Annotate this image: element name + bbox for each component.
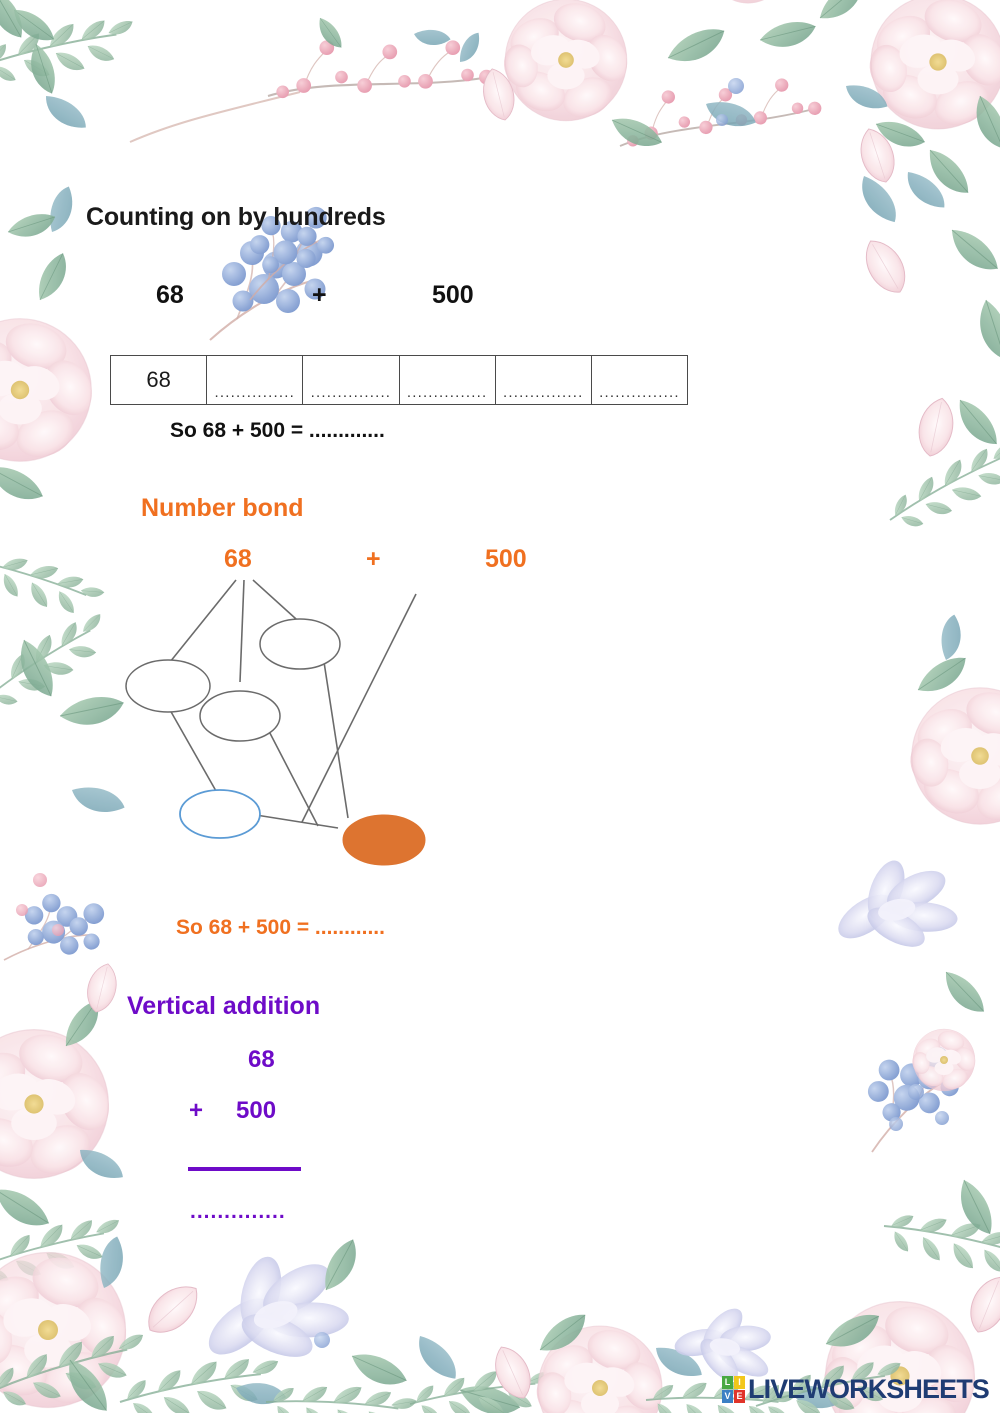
counting-cell-dots: ............... xyxy=(310,384,392,401)
counting-cell-4[interactable]: ............... xyxy=(496,356,592,404)
vertical-addition-top-number: 68 xyxy=(248,1046,275,1073)
bubble-upper-right[interactable] xyxy=(259,618,341,670)
vertical-addition-rule xyxy=(188,1167,301,1171)
problem-operator: + xyxy=(312,281,327,309)
connector-68-to-middle xyxy=(239,579,245,683)
vertical-addition-bottom-number: 500 xyxy=(236,1097,277,1124)
counting-cell-dots: ............... xyxy=(599,384,680,401)
vertical-addition-answer-line: .............. xyxy=(190,1200,286,1223)
counting-cell-0: 68 xyxy=(111,356,208,404)
counting-cell-value: 68 xyxy=(146,367,171,392)
logo-letter-l: L xyxy=(722,1375,733,1389)
vertical-addition-operator: + xyxy=(189,1097,204,1124)
bubble-middle[interactable] xyxy=(199,690,281,742)
liveworksheets-mark-icon: L I V E xyxy=(722,1375,745,1403)
logo-letter-i: I xyxy=(734,1375,745,1389)
connector-500-to-answer xyxy=(301,593,417,823)
bubble-left[interactable] xyxy=(125,659,211,713)
connector-68-to-left xyxy=(169,579,237,663)
number-bond-addend-b: 500 xyxy=(485,545,527,573)
problem-addend-a: 68 xyxy=(156,281,184,309)
counting-table: 68 ............... ............... .....… xyxy=(110,355,688,405)
connector-blue-to-answer xyxy=(255,814,339,829)
counting-answer-line: So 68 + 500 = ............. xyxy=(170,419,385,442)
number-bond-addend-a: 68 xyxy=(224,545,252,573)
counting-cell-1[interactable]: ............... xyxy=(207,356,304,404)
counting-cell-2[interactable]: ............... xyxy=(303,356,400,404)
connector-left-to-blue xyxy=(169,709,221,799)
logo-letter-e: E xyxy=(734,1389,745,1403)
number-bond-operator: + xyxy=(366,545,381,573)
connector-upper-right-to-answer xyxy=(323,661,349,819)
counting-cell-dots: ............... xyxy=(406,384,488,401)
counting-cell-dots: ............... xyxy=(503,384,584,401)
problem-addend-b: 500 xyxy=(432,281,474,309)
liveworksheets-logo[interactable]: L I V E LIVEWORKSHEETS xyxy=(722,1372,990,1406)
number-bond-answer-line: So 68 + 500 = ............ xyxy=(176,916,385,939)
number-bond-diagram xyxy=(125,579,426,866)
page-title: Counting on by hundreds xyxy=(86,203,386,231)
logo-letter-v: V xyxy=(722,1389,733,1403)
counting-cell-dots: ............... xyxy=(214,384,296,401)
counting-cell-5[interactable]: ............... xyxy=(592,356,687,404)
number-bond-heading: Number bond xyxy=(141,494,304,522)
bubble-answer[interactable] xyxy=(342,814,426,866)
counting-cell-3[interactable]: ............... xyxy=(400,356,496,404)
bubble-lower-left[interactable] xyxy=(179,789,261,839)
liveworksheets-wordmark: LIVEWORKSHEETS xyxy=(748,1373,990,1404)
vertical-addition-heading: Vertical addition xyxy=(127,992,321,1020)
